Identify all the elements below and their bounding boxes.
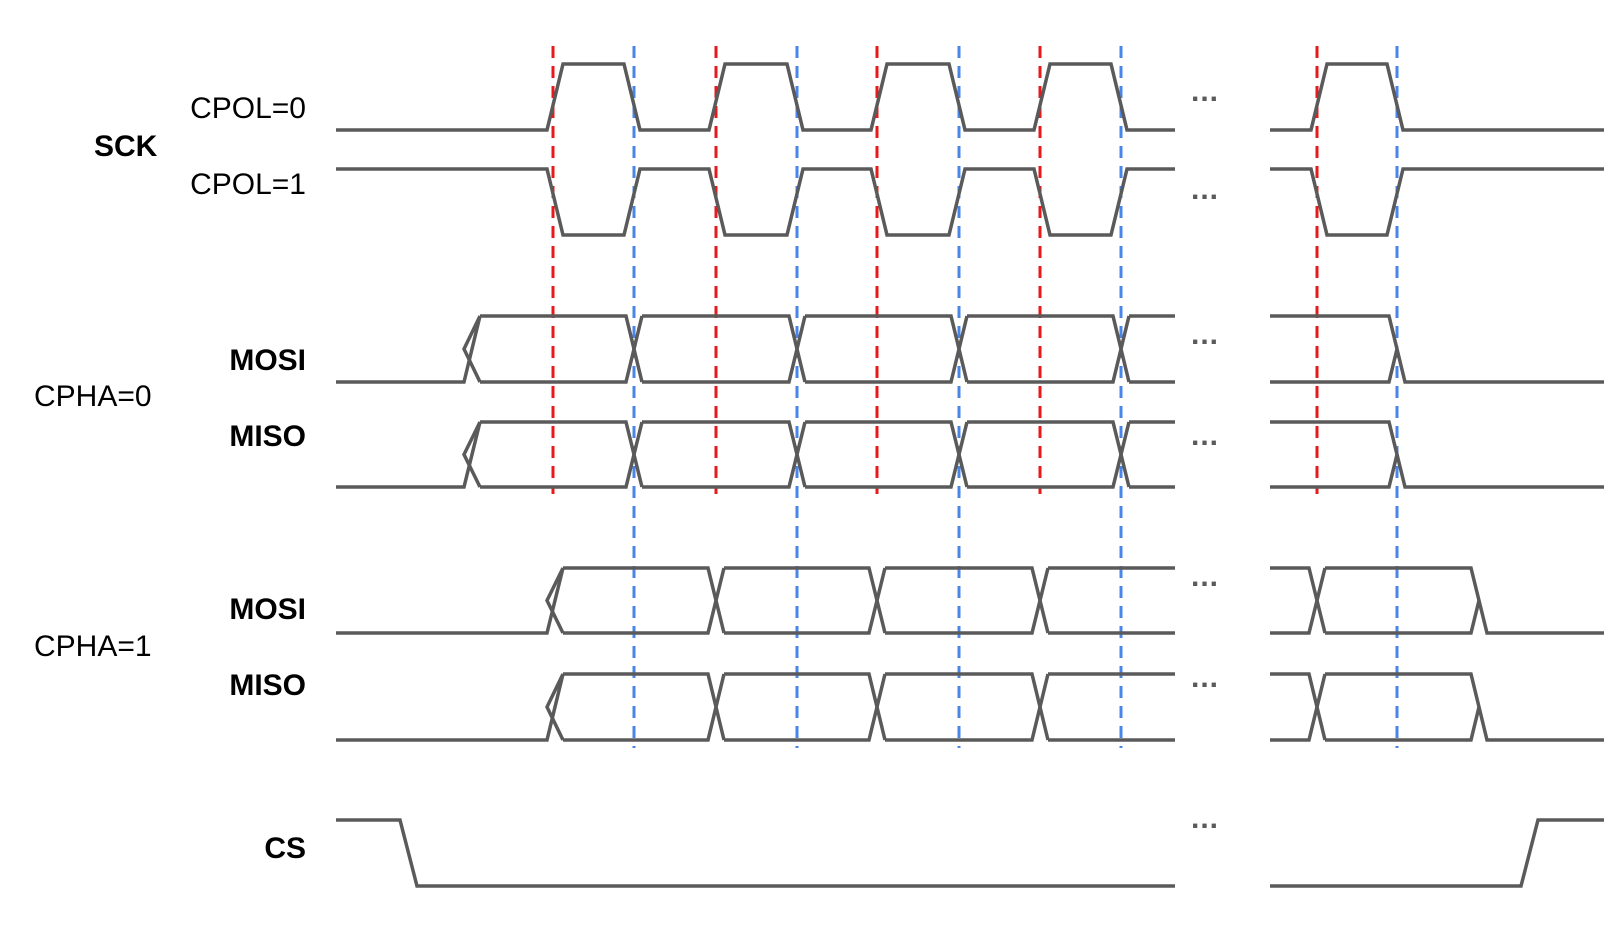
mosi-cpha0-waveform-rail-top-0-797 [642,314,807,383]
mosi-cpha1-waveform-end-bot-2 [1325,600,1481,635]
miso-cpha0-label: MISO [229,420,306,453]
miso-cpha0-waveform-rail-bot-0-959 [805,421,969,489]
ellipsis-cs: ... [1190,802,1220,835]
miso-cpha1-waveform-rail-bot-1-1317 [1270,673,1327,742]
mosi-cpha1-waveform-rail-bot-1-1317 [1270,567,1327,635]
ellipsis-sck-cpol1: ... [1190,173,1220,206]
mosi-cpha1-waveform-rail-bot-0-877 [724,567,887,635]
miso-cpha1-waveform-rail-bot-0-1040 [885,673,1050,742]
miso-cpha0-waveform-top-1 [462,421,482,488]
miso-cpha1-waveform-rail-top-0-1040 [885,672,1050,741]
sck-cpol1-waveform-segment-2 [1270,167,1604,237]
mosi-cpha0-waveform-rail-top-0-634 [480,314,644,383]
miso-cpha0-waveform-rail-top-0-797 [642,420,807,488]
mosi-cpha1-waveform-end-top-2 [1325,566,1604,635]
miso-cpha1-waveform-rail-top-1-1317 [1270,672,1327,741]
mosi-cpha1-waveform-rail-bot-0-1040 [885,567,1050,635]
miso-cpha0-waveform-bottom-1 [336,421,482,489]
sck-cpol0-waveform-segment-1 [336,62,1175,132]
mosi-cpha0-waveform-bottom-1 [336,315,482,384]
ellipsis-mosi-cpha1: ... [1190,560,1220,593]
mosi-cpha1-waveform-rail-bot-0-716 [563,567,726,635]
miso-cpha1-waveform-rail-top-0-716 [563,672,726,741]
miso-cpha0-waveform-rail-bot-0-797 [642,421,807,489]
sck-cpol1-waveform-segment-1 [336,167,1175,237]
mosi-cpha0-waveform-top-1 [462,315,482,383]
cs-waveform-start [336,818,1175,888]
mosi-cpha0-waveform-rail-bot-0-797 [642,315,807,384]
miso-cpha1-label: MISO [229,669,306,702]
sck-cpol0-waveform-segment-2 [1270,62,1604,132]
mosi-cpha1-waveform-bottom-1 [336,567,565,635]
miso-cpha1-waveform-end-bot-2 [1325,706,1481,742]
cpha0-label: CPHA=0 [34,380,152,413]
miso-cpha1-waveform-top-1 [545,673,565,741]
miso-cpha1-waveform-rail-bot-0-716 [563,673,726,742]
miso-cpha0-waveform-end-top-2 [1270,420,1604,489]
ellipsis-miso-cpha1: ... [1190,661,1220,694]
mosi-cpha1-waveform-rail-top-1-1317 [1270,566,1327,634]
mosi-cpha1-label: MOSI [229,593,306,626]
miso-cpha0-waveform-rail-top-0-1121 [967,420,1131,488]
ellipsis-mosi-cpha0: ... [1190,318,1220,351]
cs-label: CS [264,832,306,865]
miso-cpha1-waveform-rail-bot-0-877 [724,673,887,742]
mosi-cpha0-waveform-rail-bot-0-959 [805,315,969,384]
mosi-cpha1-waveform-rail-top-0-877 [724,566,887,634]
mosi-cpha0-waveform-end-bot-2 [1270,348,1399,384]
miso-cpha1-waveform-end-top-2 [1325,672,1604,742]
mosi-cpha0-waveform-rail-top-0-1121 [967,314,1131,383]
mosi-cpha0-waveform-rail-top-0-959 [805,314,969,383]
miso-cpha1-waveform-rail-top-0-877 [724,672,887,741]
cpol0-label: CPOL=0 [190,92,306,125]
mosi-cpha1-waveform-rail-top-0-1040 [885,566,1050,634]
mosi-cpha0-waveform-rail-bot-0-1121 [967,315,1131,384]
miso-cpha0-waveform-rail-bot-0-634 [480,421,644,489]
sck-label: SCK [94,130,158,163]
mosi-cpha1-waveform-rail-top-0-716 [563,566,726,634]
miso-cpha0-waveform-rail-top-0-634 [480,420,644,488]
miso-cpha0-waveform-end-bot-2 [1270,454,1399,489]
ellipsis-sck-cpol0: ... [1190,75,1220,108]
mosi-cpha0-waveform-rail-bot-0-634 [480,315,644,384]
cpol1-label: CPOL=1 [190,168,306,201]
mosi-cpha0-label: MOSI [229,344,306,377]
ellipsis-miso-cpha0: ... [1190,419,1220,452]
cpha1-label: CPHA=1 [34,630,152,663]
miso-cpha1-waveform-bottom-1 [336,673,565,742]
mosi-cpha1-waveform-top-1 [545,567,565,634]
cs-waveform-end [1270,818,1604,888]
miso-cpha0-waveform-rail-bot-0-1121 [967,421,1131,489]
miso-cpha0-waveform-rail-top-0-959 [805,420,969,488]
mosi-cpha0-waveform-end-top-2 [1270,314,1604,384]
